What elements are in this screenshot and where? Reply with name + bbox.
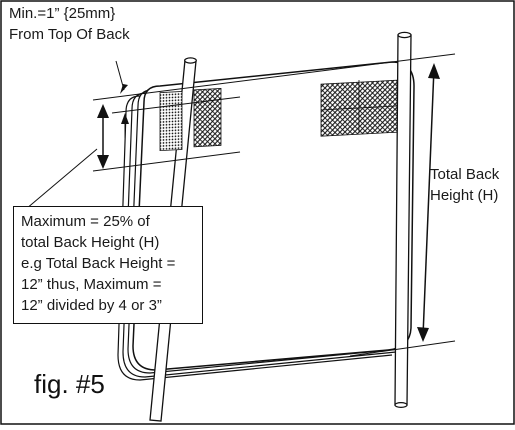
- total-height-arrowhead-top: [428, 63, 440, 79]
- one-inch-line: [111, 96, 241, 114]
- max-zone-line: [92, 151, 241, 172]
- left-patch-outer: [159, 91, 183, 152]
- total-height-arrow: [422, 67, 435, 337]
- max-zone-arrowhead-bottom: [97, 155, 109, 169]
- top-reference-line: [92, 53, 456, 101]
- min-height-note-line-1: Min.=1” {25mm}: [9, 5, 116, 22]
- maximum-note-line-5: 12” divided by 4 or 3”: [21, 297, 162, 314]
- total-height-note: Total Back Height (H): [430, 164, 499, 206]
- back-panel-edge-2: [122, 92, 397, 378]
- left-patch-inner: [193, 87, 222, 148]
- maximum-note-line-4: 12” thus, Maximum =: [21, 276, 162, 293]
- min-height-note: Min.=1” {25mm} From Top Of Back: [9, 3, 130, 45]
- back-panel-edge-1: [127, 89, 401, 374]
- total-height-note-line-1: Total Back: [430, 166, 500, 183]
- bottom-reference-line: [349, 340, 456, 357]
- right-patch-seam: [320, 80, 398, 133]
- total-height-note-line-2: Height (H): [430, 187, 499, 204]
- total-height-arrowhead-bottom: [417, 327, 429, 342]
- maximum-note-box: Maximum = 25% of total Back Height (H) e…: [13, 206, 203, 324]
- maximum-note-line-2: total Back Height (H): [21, 234, 160, 251]
- right-post: [394, 31, 412, 409]
- figure-label: fig. #5: [34, 369, 105, 399]
- maximum-note-line-1: Maximum = 25% of: [21, 213, 150, 230]
- one-inch-arrowhead: [121, 113, 129, 124]
- box-leader: [25, 148, 98, 210]
- min-height-note-line-2: From Top Of Back: [9, 26, 130, 43]
- top-note-arrowhead: [120, 84, 128, 94]
- back-panel-edge-3: [117, 95, 393, 381]
- maximum-note-line-3: e.g Total Back Height =: [21, 255, 176, 272]
- max-zone-arrowhead-top: [97, 104, 109, 118]
